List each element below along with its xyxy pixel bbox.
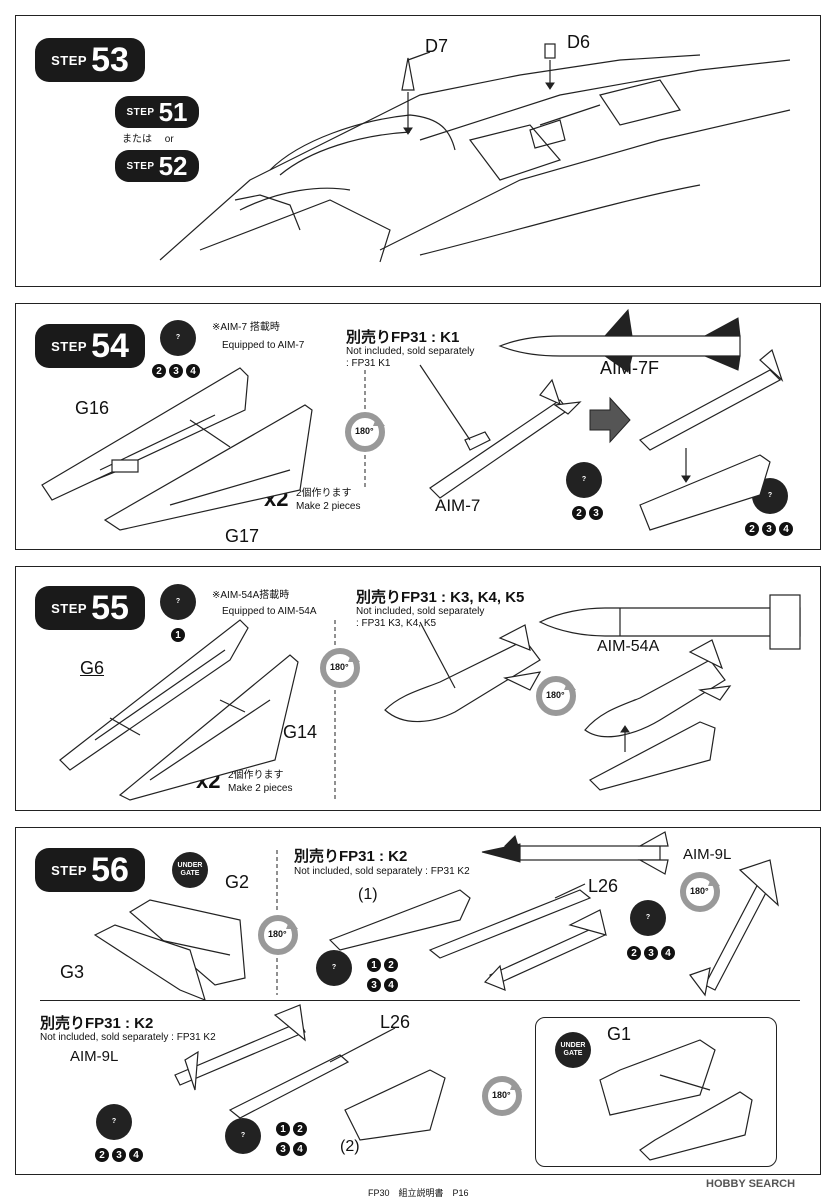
make-2-jp: 2個作ります — [296, 488, 352, 499]
sold-separately-sub: Not included, sold separately — [356, 606, 485, 617]
optional-part-icon: ? — [316, 950, 352, 986]
part-g16-label: G16 — [75, 398, 110, 418]
aim54-note-jp: ※AIM-54A搭載時 — [212, 590, 290, 601]
make-2-jp: 2個作ります — [228, 770, 284, 781]
step-51-badge: STEP 51 — [115, 96, 199, 128]
aim7-label: AIM-7 — [435, 496, 481, 515]
option-circle: 2 — [293, 1122, 307, 1136]
step-56-badge: STEP 56 — [35, 848, 145, 892]
step-52-badge: STEP 52 — [115, 150, 199, 182]
sold-separately-title: 別売りFP31 : K3, K4, K5 — [356, 589, 525, 606]
option-circle: 3 — [169, 364, 183, 378]
optional-part-icon: ? — [630, 900, 666, 936]
rotate-180-icon: 180° — [320, 648, 360, 688]
rotate-180-icon: 180° — [345, 412, 385, 452]
lower-sold-separately-sub: Not included, sold separately : FP31 K2 — [40, 1032, 216, 1043]
sold-separately-title: 別売りFP31 : K1 — [346, 329, 460, 346]
optional-part-icon: ? — [96, 1104, 132, 1140]
option-circle: 4 — [293, 1142, 307, 1156]
step-55-badge: STEP 55 — [35, 586, 145, 630]
option-circle: 3 — [112, 1148, 126, 1162]
under-gate-icon: UNDER GATE — [172, 852, 208, 888]
option-circle: 3 — [589, 506, 603, 520]
sold-separately-sub: Not included, sold separately : FP31 K2 — [294, 866, 470, 877]
option-circle: 2 — [95, 1148, 109, 1162]
option-circle: 3 — [276, 1142, 290, 1156]
option-circle: 3 — [367, 978, 381, 992]
aim7-note-jp: ※AIM-7 搭載時 — [212, 322, 280, 333]
lower-part-l26-label: L26 — [380, 1012, 411, 1032]
option-circle: 1 — [171, 628, 185, 642]
step-53-illustration — [159, 43, 791, 263]
option-circle: 2 — [745, 522, 759, 536]
step-54-illustration — [41, 308, 784, 531]
aim7-note-en: Equipped to AIM-7 — [222, 340, 305, 351]
or-text: または or — [122, 134, 174, 145]
page-footer: FP30 組立説明書 P16 — [368, 1188, 469, 1198]
step-53-badge: STEP 53 — [35, 38, 145, 82]
part-g2-label: G2 — [225, 872, 250, 892]
option-circle: 4 — [779, 522, 793, 536]
part-g14-label: G14 — [283, 722, 318, 742]
rotate-180-icon: 180° — [536, 676, 576, 716]
optional-part-icon: ? — [225, 1118, 261, 1154]
option-circle: 4 — [384, 978, 398, 992]
option-circle: 3 — [644, 946, 658, 960]
part-2-label: (2) — [340, 1138, 360, 1155]
option-circle: 4 — [661, 946, 675, 960]
option-circle: 3 — [762, 522, 776, 536]
make-2-en: Make 2 pieces — [296, 501, 361, 512]
optional-part-icon: ? — [160, 320, 196, 356]
rotate-180-icon: 180° — [258, 915, 298, 955]
step-54-badge: STEP 54 — [35, 324, 145, 368]
part-d6-label: D6 — [567, 32, 591, 52]
option-circle: 2 — [152, 364, 166, 378]
option-circle: 4 — [186, 364, 200, 378]
option-circle: 2 — [627, 946, 641, 960]
part-g1-label: G1 — [607, 1024, 632, 1044]
part-g3-label: G3 — [60, 962, 85, 982]
make-2-en: Make 2 pieces — [228, 783, 293, 794]
part-d7-label: D7 — [425, 36, 449, 56]
part-1-label: (1) — [358, 886, 378, 903]
sold-separately-ref: : FP31 K1 — [346, 358, 391, 369]
optional-part-icon: ? — [160, 584, 196, 620]
aim9l-label: AIM-9L — [683, 846, 732, 863]
under-gate-icon: UNDER GATE — [555, 1032, 591, 1068]
part-g17-label: G17 — [225, 526, 260, 546]
option-circle: 1 — [367, 958, 381, 972]
sold-separately-ref: : FP31 K3, K4, K5 — [356, 618, 437, 629]
aim54-note-en: Equipped to AIM-54A — [222, 606, 317, 617]
option-circle: 1 — [276, 1122, 290, 1136]
aim54a-label: AIM-54A — [597, 638, 660, 655]
lower-aim9l-label: AIM-9L — [70, 1048, 119, 1065]
option-circle: 4 — [129, 1148, 143, 1162]
sold-separately-sub: Not included, sold separately — [346, 346, 475, 357]
watermark: HOBBY SEARCH — [706, 1178, 796, 1190]
option-circle: 2 — [384, 958, 398, 972]
step-56-divider — [40, 1000, 800, 1001]
part-g6-label: G6 — [80, 658, 105, 678]
rotate-180-icon: 180° — [680, 872, 720, 912]
part-l26-label: L26 — [588, 876, 619, 896]
optional-part-icon: ? — [566, 462, 602, 498]
sold-separately-title: 別売りFP31 : K2 — [294, 848, 408, 865]
step-55-illustration — [59, 594, 801, 801]
rotate-180-icon: 180° — [482, 1076, 522, 1116]
lower-sold-separately-title: 別売りFP31 : K2 — [40, 1015, 154, 1032]
option-circle: 2 — [572, 506, 586, 520]
